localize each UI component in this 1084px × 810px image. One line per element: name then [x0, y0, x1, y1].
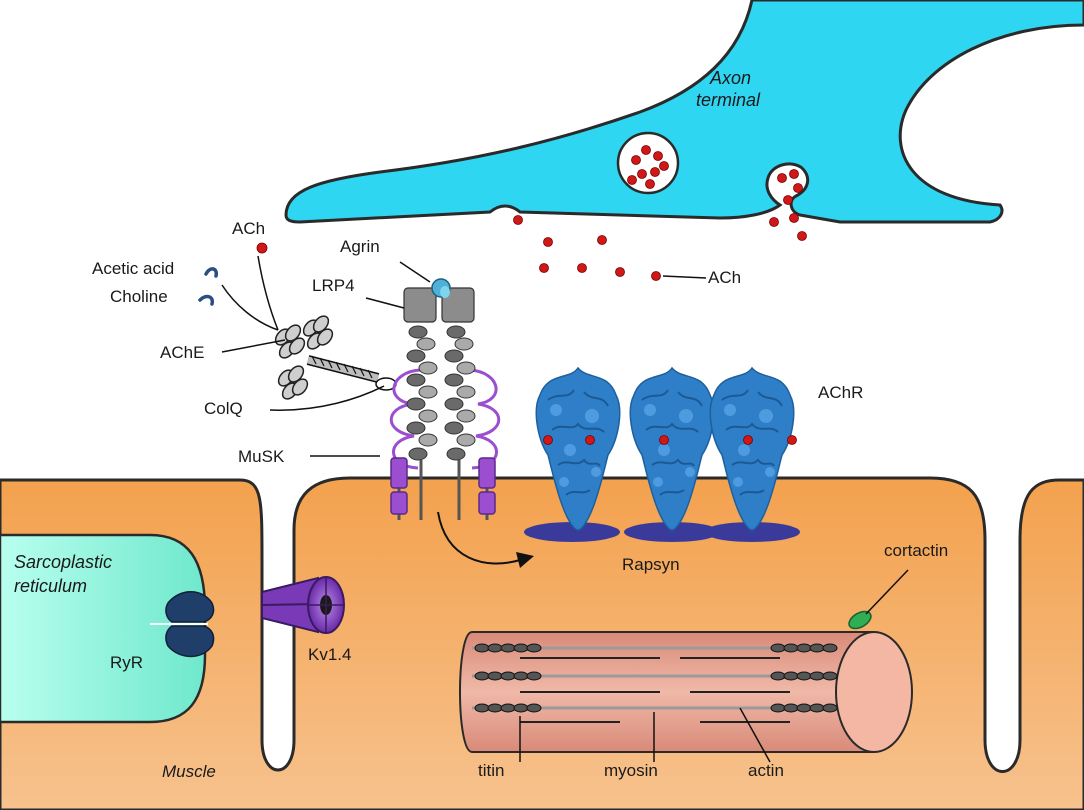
actin-label: actin — [748, 761, 784, 780]
kv14-label: Kv1.4 — [308, 645, 351, 664]
cortactin-label: cortactin — [884, 541, 948, 560]
rapsyn-disc — [524, 522, 620, 542]
ach-dots-vesicle — [627, 145, 669, 189]
lrp4-label: LRP4 — [312, 276, 355, 295]
axon-terminal — [284, 0, 1084, 224]
musk-lrp4-complex — [389, 278, 501, 520]
agrin-label: Agrin — [340, 237, 380, 256]
titin-label: titin — [478, 761, 504, 780]
ryr-icon — [150, 591, 215, 658]
sarcoplastic-reticulum-label: Sarcoplastic — [14, 552, 112, 572]
colq-label: ColQ — [204, 399, 243, 418]
sarcoplasmic-reticulum — [0, 533, 207, 724]
ach-dots-released — [256, 169, 807, 281]
axon-terminal-label: Axon — [709, 68, 751, 88]
muscle-label: Muscle — [162, 762, 216, 781]
acetic-acid-icon — [204, 267, 219, 278]
axon-terminal-label-2: terminal — [696, 90, 761, 110]
leader-lines — [221, 255, 909, 763]
cortactin-icon — [848, 610, 872, 630]
ach-label-top: ACh — [232, 219, 265, 238]
achr-receptors — [524, 367, 800, 542]
musk-label: MuSK — [238, 447, 285, 466]
kv14-channel-icon — [261, 576, 345, 634]
sarcoplastic-reticulum-label-2: reticulum — [14, 576, 87, 596]
ryr-label: RyR — [110, 653, 143, 672]
signal-arrow — [437, 511, 534, 568]
myosin-label: myosin — [604, 761, 658, 780]
rapsyn-disc — [624, 522, 720, 542]
ache-label: AChE — [160, 343, 204, 362]
rapsyn-disc — [704, 522, 800, 542]
choline-label: Choline — [110, 287, 168, 306]
ach-label-right: ACh — [708, 268, 741, 287]
acetic-acid-label: Acetic acid — [92, 259, 174, 278]
agrin-icon — [431, 278, 451, 298]
rapsyn-label: Rapsyn — [622, 555, 680, 574]
achr-label: AChR — [818, 383, 863, 402]
choline-icon — [198, 294, 215, 306]
labels: Axon terminal ACh ACh Acetic acid Cholin… — [14, 68, 948, 781]
myofibril — [459, 610, 913, 753]
